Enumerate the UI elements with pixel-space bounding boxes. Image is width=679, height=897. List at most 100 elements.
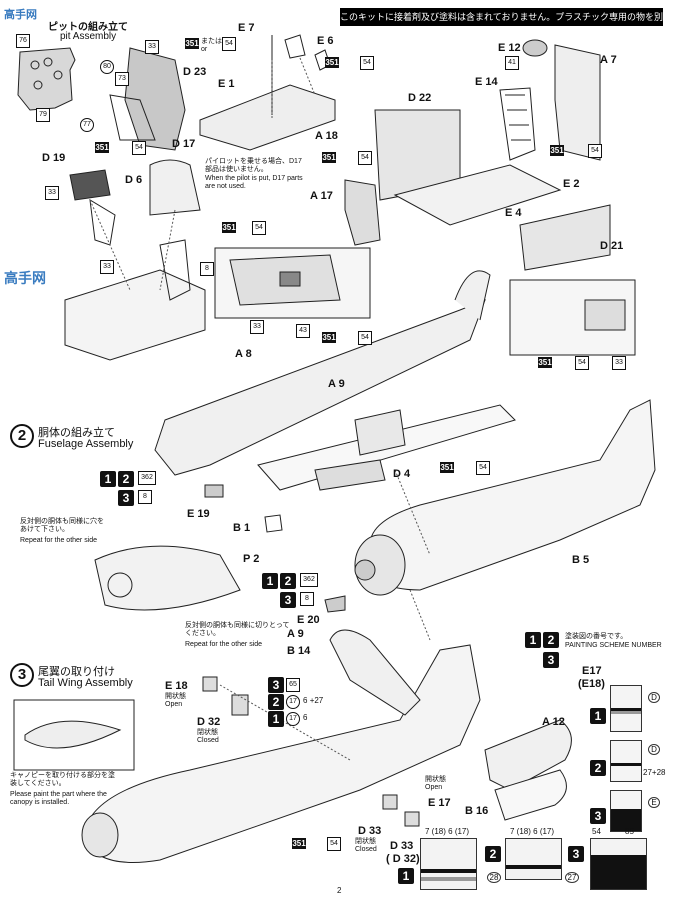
label-D21: D 21: [600, 240, 624, 252]
bottom-bar1-refs: 7 (18) 6 (17): [425, 827, 470, 836]
label-D23: D 23: [183, 66, 207, 78]
label-B1: B 1: [233, 522, 251, 534]
label-B14: B 14: [287, 645, 311, 657]
swatch-scheme2: [610, 740, 642, 782]
swatch-scheme2-icon: 2: [590, 760, 606, 776]
legend-scheme-1: 1: [525, 632, 541, 648]
seat-d19: [69, 169, 111, 201]
color-ref-54f: 54: [588, 144, 602, 158]
label-E2: E 2: [563, 178, 580, 190]
scheme-3-icon: 3: [118, 490, 134, 506]
color-ref-43: 43: [296, 324, 310, 338]
color-ref-65: 65: [286, 678, 300, 692]
swatch-scheme1: [610, 685, 642, 732]
label-E20: E 20: [297, 614, 320, 626]
step2-number: 2: [10, 424, 34, 448]
label-B5: B 5: [572, 554, 590, 566]
label-E19: E 19: [187, 508, 210, 520]
scheme-1-icon: 1: [100, 471, 116, 487]
bottom-bar3-54: 54: [592, 827, 601, 836]
label-P2: P 2: [243, 553, 260, 565]
label-D19: D 19: [42, 152, 66, 164]
repeat-note1-en: Repeat for the other side: [20, 537, 98, 544]
open-label-jp: 開状態: [165, 693, 186, 700]
step1-title-en: pit Assembly: [60, 31, 117, 42]
bottom-bar2-refs: 7 (18) 6 (17): [510, 827, 555, 836]
legend-scheme-2: 2: [543, 632, 559, 648]
closed-label-jp: 閉状態: [197, 729, 218, 736]
ref-7b: 7: [510, 827, 515, 836]
watermark-top: 高手网: [4, 9, 37, 21]
label-A9: A 9: [287, 628, 304, 640]
ref-28: 28: [656, 768, 666, 777]
bottom-bar-2: [505, 838, 562, 880]
scheme-3c-icon: 3: [268, 677, 284, 693]
color-ref-362b: 362: [300, 573, 318, 587]
color-ref-8b: 8: [138, 490, 152, 504]
color-ref-351f: 351: [550, 145, 564, 156]
label-D22: D 22: [408, 92, 432, 104]
color-ref-54d: 54: [252, 221, 266, 235]
ref-6d: 6: [533, 827, 538, 836]
label-D32-bottom: ( D 32): [386, 853, 420, 865]
color-ref-351: 351: [185, 38, 199, 49]
scheme-2b-icon: 2: [280, 573, 296, 589]
bulkhead-a17: [344, 179, 381, 246]
color-ref-33a: 33: [145, 40, 159, 54]
color-ref-77: 77: [80, 118, 94, 132]
part-d4: [314, 459, 386, 491]
color-ref-351j: 351: [292, 838, 306, 849]
scheme-note-en: PAINTING SCHEME NUMBER: [565, 642, 662, 649]
color-ref-6-27: 6 +27: [303, 696, 323, 705]
color-ref-351g: 351: [322, 332, 336, 343]
label-B16: B 16: [465, 805, 489, 817]
side-panel-d21: [519, 204, 611, 271]
swatch2-refs: 27+28: [643, 768, 666, 777]
color-ref-54e: 54: [358, 151, 372, 165]
ref-7: 7: [425, 827, 430, 836]
color-ref-79: 79: [36, 108, 50, 122]
color-ref-80: 80: [100, 60, 114, 74]
label-E4: E 4: [505, 207, 522, 219]
label-A12: A 12: [542, 716, 565, 728]
color-ref-54g: 54: [358, 331, 372, 345]
label-E18-legend: (E18): [578, 678, 605, 690]
color-ref-351b: 351: [325, 57, 339, 68]
legend-scheme-3: 3: [543, 652, 559, 668]
color-ref-54: 54: [222, 37, 236, 51]
bottom-bar-3: [590, 838, 647, 890]
label-D4: D 4: [393, 468, 411, 480]
color-ref-33d: 33: [250, 320, 264, 334]
canopy-note-jp: キャノピーを取り付ける部分を塗装してください。: [10, 772, 115, 787]
color-ref-17: 17: [286, 695, 300, 709]
floor-plate-a18: [199, 84, 336, 151]
bottom-scheme-2: 2: [485, 846, 501, 862]
page-number: 2: [337, 886, 342, 895]
label-E17-legend: E17: [582, 665, 602, 677]
bottom-scheme-1: 1: [398, 868, 414, 884]
repeat-note2-en: Repeat for the other side: [185, 641, 263, 648]
label-D33-bottom: D 33: [390, 840, 414, 852]
color-ref-41: 41: [505, 56, 519, 70]
seat-d6: [149, 159, 201, 216]
swatch3-letter: E: [648, 797, 660, 808]
label-A9-left: A 9: [328, 378, 345, 390]
canopy-note-en: Please paint the part where the canopy i…: [10, 791, 107, 806]
instrument-panel: [17, 47, 76, 111]
label-D17: D 17: [172, 138, 196, 150]
swatch1-letter: D: [648, 692, 660, 703]
label-E17: E 17: [428, 797, 451, 809]
color-ref-351d: 351: [222, 222, 236, 233]
step2-title-jp: 胴体の組み立て: [38, 427, 115, 439]
color-ref-54c: 54: [132, 141, 146, 155]
color-ref-54h: 54: [575, 356, 589, 370]
ref-6c: 6: [448, 827, 453, 836]
cockpit-tub: [64, 269, 206, 361]
open-label-en: Open: [165, 701, 183, 708]
color-ref-351i: 351: [440, 462, 454, 473]
bottom-bar3-85: 85: [625, 827, 634, 836]
ref-18: 18: [434, 827, 444, 836]
color-ref-351e: 351: [322, 152, 336, 163]
pilot-note-en: When the pilot is put, D17 parts are not…: [205, 175, 303, 190]
bottom-scheme-3: 3: [568, 846, 584, 862]
